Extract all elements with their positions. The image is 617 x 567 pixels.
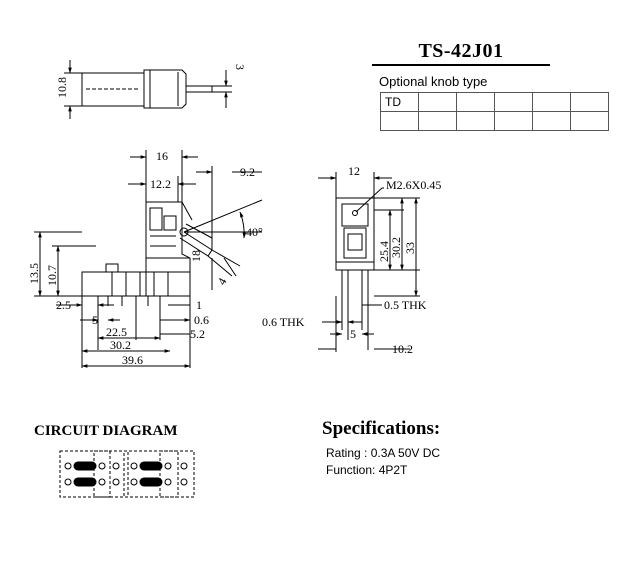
dim-label: 16 — [156, 149, 168, 163]
dim-label: 40° — [246, 225, 263, 239]
spec-function: Function: 4P2T — [326, 463, 408, 477]
dim-label: 25.4 — [377, 241, 391, 262]
dim-label: 13.5 — [27, 263, 41, 284]
dim-label: 5.2 — [190, 327, 205, 341]
dim-label: M2.6X0.45 — [386, 178, 441, 192]
knob-table-label: Optional knob type — [379, 74, 488, 89]
dim-label: 3 — [233, 64, 247, 70]
dim-label: 5 — [92, 313, 98, 327]
part-number-title: TS-42J01 — [418, 40, 504, 62]
knob-type-table: TD — [380, 92, 609, 131]
dim-label: 5 — [350, 327, 356, 341]
top-view — [64, 60, 232, 119]
circuit-diagram-title: CIRCUIT DIAGRAM — [34, 423, 178, 439]
title-underline — [372, 64, 550, 66]
specifications-title: Specifications: — [322, 418, 441, 439]
circuit-diagram — [59, 450, 195, 498]
side-view — [34, 150, 263, 368]
dim-label: 39.6 — [122, 353, 143, 367]
dim-label: 9.2 — [240, 165, 255, 179]
dim-label: 0.5 THK — [384, 298, 427, 312]
knob-cell — [570, 111, 609, 131]
dim-label: 1 — [196, 298, 202, 312]
spec-rating: Rating : 0.3A 50V DC — [326, 446, 441, 460]
dim-label: 0.6 THK — [262, 315, 305, 329]
dim-label: 12 — [348, 164, 360, 178]
dim-label: 10.7 — [45, 265, 59, 286]
dim-label: 10.2 — [392, 342, 413, 356]
dim-label: 10.8 — [55, 77, 69, 98]
dim-label: 22.5 — [106, 325, 127, 339]
dim-label: 30.2 — [389, 237, 403, 258]
end-view — [318, 172, 420, 352]
dim-label: 30.2 — [110, 338, 131, 352]
dim-label: 4 — [214, 275, 229, 287]
dim-label: 2.5 — [56, 298, 71, 312]
dim-label: 33 — [403, 242, 417, 254]
dim-label: 18 — [189, 250, 203, 262]
dim-label: 0.6 — [194, 313, 209, 327]
dim-label: 12.2 — [150, 177, 171, 191]
